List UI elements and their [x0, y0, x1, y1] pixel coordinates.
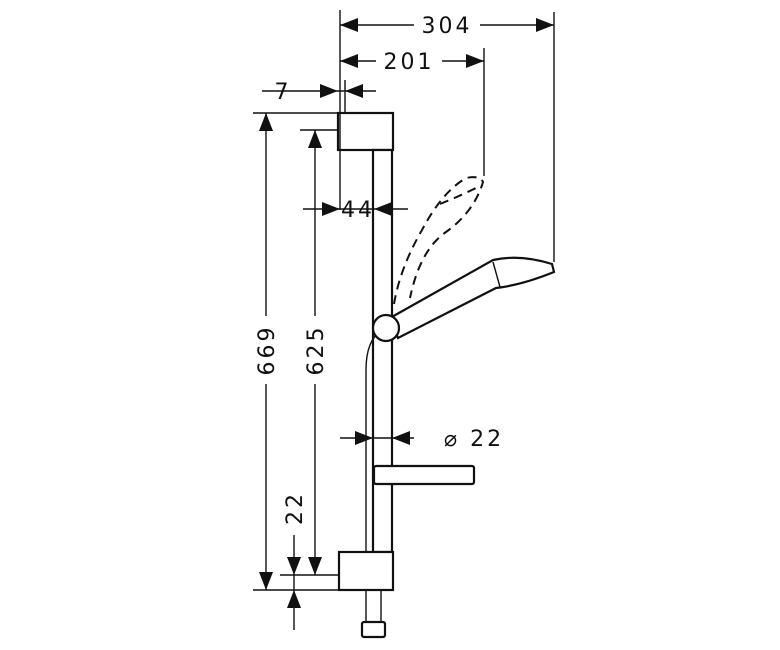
- dim-label-rail-diameter: ⌀ 22: [444, 427, 504, 452]
- arrow-diameter-left: [355, 431, 373, 445]
- dim-label-total-width: 304: [422, 14, 473, 39]
- label-bg-304: [414, 12, 480, 38]
- arrow-201-right: [466, 54, 484, 68]
- shower-holder-joint: [371, 313, 401, 343]
- arrow-22-bottom: [287, 590, 301, 608]
- arrow-201-left: [340, 54, 358, 68]
- shower-set-outline: [336, 111, 556, 639]
- arrow-304-right: [536, 18, 554, 32]
- arrow-669-top: [259, 113, 273, 131]
- dimension-labels: 304 201 7 44 ⌀ 22 669 625 22: [255, 14, 504, 525]
- arrow-625-top: [308, 130, 322, 148]
- dim-label-total-height: 669: [255, 325, 280, 376]
- hand-shower: [388, 256, 556, 340]
- arrow-669-bottom: [259, 572, 273, 590]
- dim-label-rail-gap: 44: [341, 198, 375, 223]
- bottom-wall-bracket: [337, 550, 395, 592]
- hose-connector: [360, 620, 387, 639]
- arrow-diameter-right: [392, 431, 410, 445]
- arrow-7-left: [320, 84, 338, 98]
- dim-label-bracket-spacing: 625: [304, 325, 329, 376]
- arrow-7-right: [345, 84, 363, 98]
- soap-dish: [372, 464, 476, 486]
- arrow-44-left: [322, 202, 340, 216]
- dimension-lines: [253, 10, 555, 630]
- label-bg-201: [376, 48, 442, 74]
- arrow-304-left: [340, 18, 358, 32]
- label-bg-625: [302, 316, 328, 384]
- label-bg-669: [253, 316, 279, 384]
- dim-label-bracket-offset: 7: [275, 80, 292, 105]
- arrow-625-bottom: [308, 557, 322, 575]
- arrow-44-right: [374, 202, 392, 216]
- hand-shower-alt-face: [439, 185, 481, 205]
- dim-label-showerhead-offset: 201: [384, 50, 435, 75]
- dim-label-bottom-offset: 22: [283, 491, 308, 525]
- top-wall-bracket: [336, 111, 395, 152]
- hand-shower-face-line: [492, 261, 501, 288]
- arrow-22-top: [287, 557, 301, 575]
